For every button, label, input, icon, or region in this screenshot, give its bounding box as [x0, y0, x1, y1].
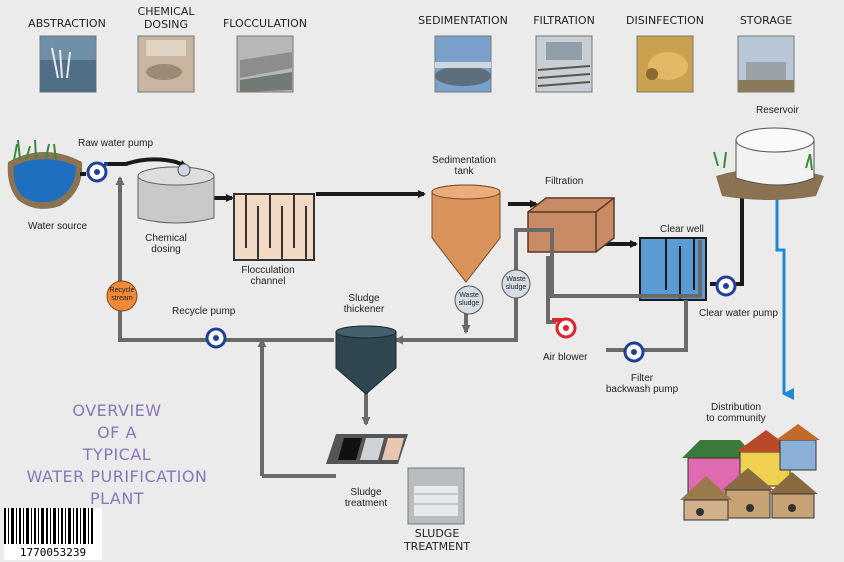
filter-backwash-pump — [623, 341, 645, 363]
label-clear-well: Clear well — [660, 224, 704, 235]
label-waste-sludge-sedimentation: Waste sludge — [458, 292, 480, 307]
clear-water-pump — [715, 275, 737, 297]
filtration-photo — [535, 35, 593, 93]
barcode-bars — [4, 508, 93, 544]
stage-label-chemical-dosing: CHEMICAL DOSING — [137, 5, 195, 31]
label-sedimentation-tank: Sedimentation tank — [432, 155, 496, 177]
sedimentation-tank — [431, 184, 501, 283]
air-blower — [552, 317, 577, 339]
label-filter-backwash-pump: Filter backwash pump — [605, 373, 679, 395]
distribution-arrow — [775, 170, 794, 400]
stage-label-disinfection: DISINFECTION — [626, 14, 704, 27]
label-recycle-pump: Recycle pump — [172, 306, 236, 317]
title-line: WATER PURIFICATION — [26, 467, 208, 486]
title-line: TYPICAL — [82, 445, 152, 464]
community-village — [680, 424, 820, 521]
label-recycle-stream: Recycle stream — [109, 287, 135, 302]
sedimentation-photo — [434, 35, 492, 93]
barcode: 1770053239 — [4, 508, 102, 560]
reservoir-tank — [713, 127, 824, 200]
recycle-pump — [205, 327, 227, 349]
title-line: OVERVIEW — [72, 401, 162, 420]
label-chemical-dosing: Chemical dosing — [145, 233, 187, 255]
label-water-source: Water source — [28, 221, 88, 232]
clear-well-tank — [639, 237, 707, 301]
stage-label-filtration: FILTRATION — [533, 14, 595, 27]
stage-photos — [39, 35, 795, 525]
flocculation-channel — [233, 193, 315, 261]
label-sludge-thickener: Sludge thickener — [343, 293, 385, 315]
label-reservoir: Reservoir — [756, 105, 799, 116]
stage-label-sedimentation: SEDIMENTATION — [418, 14, 508, 27]
stage-label-storage: STORAGE — [739, 14, 793, 27]
stage-label-abstraction: ABSTRACTION — [28, 17, 106, 30]
sludge-thickener — [335, 325, 397, 395]
stage-label-sludge-treatment: SLUDGE TREATMENT — [403, 527, 471, 553]
recycle-stream-node — [106, 280, 138, 312]
label-air-blower: Air blower — [543, 352, 588, 363]
label-flocculation-channel: Flocculation channel — [241, 265, 295, 287]
stage-label-flocculation: FLOCCULATION — [222, 17, 308, 30]
water-source — [7, 139, 83, 209]
flocculation-photo — [236, 35, 294, 93]
abstraction-photo — [39, 35, 97, 93]
chemical-dosing-tank — [137, 163, 215, 224]
label-clear-water-pump: Clear water pump — [699, 308, 778, 319]
label-distribution-to-community: Distribution to community — [706, 402, 766, 424]
label-filtration: Filtration — [545, 176, 584, 187]
raw-water-pump — [86, 161, 114, 183]
waste-sludge-nodes — [454, 269, 531, 315]
chemical-dosing-photo — [137, 35, 195, 93]
storage-photo — [737, 35, 795, 93]
label-raw-water-pump: Raw water pump — [78, 138, 154, 149]
label-sludge-treatment: Sludge treatment — [344, 487, 388, 509]
filter-unit — [527, 197, 615, 253]
title-line: OF A — [97, 423, 137, 442]
label-waste-sludge-filtration: Waste sludge — [505, 276, 527, 291]
sludge-treatment-photo — [407, 467, 465, 525]
barcode-number: 1770053239 — [19, 546, 87, 559]
title-line: PLANT — [89, 489, 145, 508]
diagram-title: OVERVIEW OF A TYPICAL WATER PURIFICATION… — [22, 400, 212, 510]
sludge-drying-beds — [326, 434, 408, 464]
return-pipes — [115, 176, 702, 478]
disinfection-photo — [636, 35, 694, 93]
